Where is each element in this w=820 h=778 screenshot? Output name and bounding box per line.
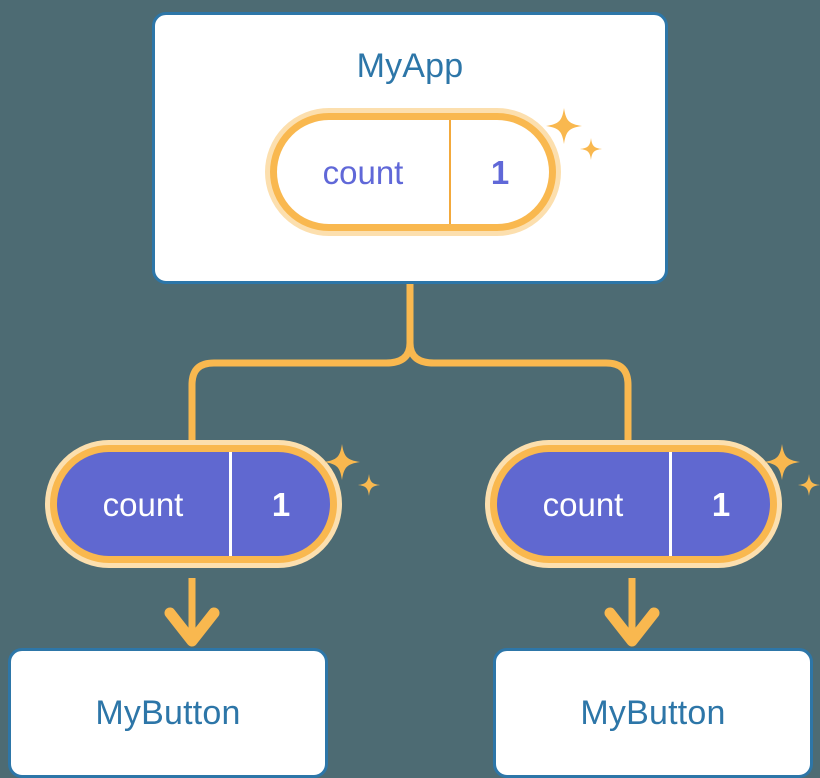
connector-branch-right [406,339,632,459]
component-card-mybutton-left[interactable]: MyButton [8,648,328,778]
sparkle-icon [798,474,820,496]
connector-branch-left [188,339,414,459]
state-pill-inner: count 1 [57,452,330,556]
state-pill-child-left[interactable]: count 1 [45,440,342,568]
state-pill-child-right[interactable]: count 1 [485,440,782,568]
state-pill-body: count 1 [45,440,342,568]
state-key: count [102,485,184,523]
state-pill-body: count 1 [485,440,782,568]
state-key: count [542,485,624,523]
state-value: 1 [229,452,330,556]
sparkle-icon [358,474,380,496]
state-pill-inner: count 1 [497,452,770,556]
component-title-mybutton: MyButton [95,694,241,732]
component-title-mybutton: MyButton [580,694,726,732]
component-title-myapp: MyApp [356,47,464,85]
arrow-down-icon [604,607,660,647]
state-pill-myapp[interactable]: count 1 [265,108,561,236]
state-pill-body: count 1 [265,108,561,236]
state-key: count [322,153,404,191]
state-value: 1 [449,120,549,224]
state-value: 1 [669,452,770,556]
arrow-down-icon [164,607,220,647]
state-pill-inner: count 1 [277,120,549,224]
component-card-mybutton-right[interactable]: MyButton [493,648,813,778]
